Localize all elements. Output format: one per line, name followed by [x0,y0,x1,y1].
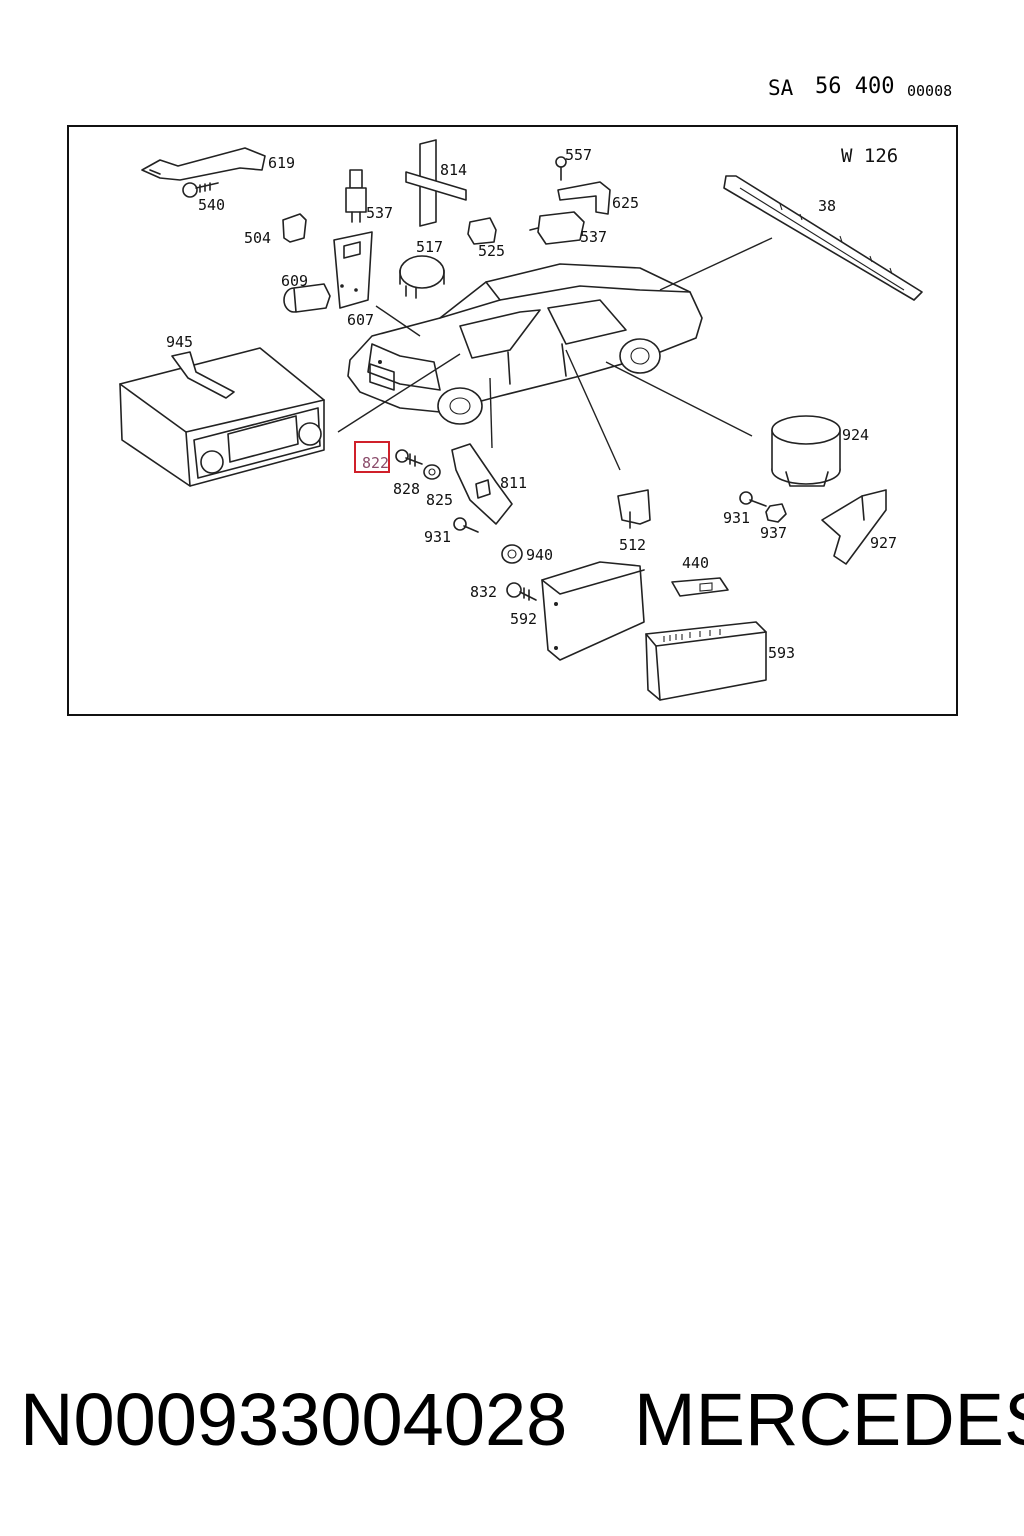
label-625[interactable]: 625 [612,194,639,212]
label-825[interactable]: 825 [426,491,453,509]
label-931b[interactable]: 931 [723,509,750,527]
section-code: 56 400 [815,74,895,99]
car-illustration [347,263,703,425]
module-924[interactable] [771,415,841,487]
label-540[interactable]: 540 [198,196,225,214]
part-footer: N000933004028 MERCEDES [20,1378,1024,1461]
label-517[interactable]: 517 [416,238,443,256]
control-unit-593[interactable] [645,621,767,701]
leader-512 [565,349,621,471]
label-832[interactable]: 832 [470,583,497,601]
label-937[interactable]: 937 [760,524,787,542]
plate-607[interactable] [333,231,373,309]
label-557[interactable]: 557 [565,146,592,164]
bracket-625[interactable] [557,181,611,215]
label-619[interactable]: 619 [268,154,295,172]
relay-517[interactable] [399,255,445,299]
label-593[interactable]: 593 [768,644,795,662]
switch-537a[interactable] [345,169,367,223]
washer-825[interactable] [423,464,441,480]
label-814[interactable]: 814 [440,161,467,179]
highlight-822[interactable] [354,441,390,473]
switch-537b[interactable] [529,211,585,245]
label-811[interactable]: 811 [500,474,527,492]
bracket-814[interactable] [405,139,467,227]
label-828[interactable]: 828 [393,480,420,498]
leader-924 [605,361,753,437]
label-822[interactable]: 822 [362,454,389,472]
leader-38 [659,237,773,291]
model-label: W 126 [841,145,898,167]
label-945[interactable]: 945 [166,333,193,351]
clip-504[interactable] [282,213,307,243]
label-592[interactable]: 592 [510,610,537,628]
label-38[interactable]: 38 [818,197,836,215]
bracket-927[interactable] [821,489,887,565]
trim-strip-38[interactable] [723,175,923,301]
parts-diagram: W 126 619 540 504 537 814 557 625 525 [67,125,958,716]
label-927[interactable]: 927 [870,534,897,552]
label-931a[interactable]: 931 [424,528,451,546]
bracket-619[interactable] [141,147,266,181]
label-plate-440[interactable] [671,577,729,597]
label-525[interactable]: 525 [478,242,505,260]
nut-937[interactable] [765,503,787,523]
diagram-header: SA 56 400 00008 [0,74,1024,106]
clip-512[interactable] [617,489,651,529]
clip-525[interactable] [467,217,497,245]
label-504[interactable]: 504 [244,229,271,247]
bracket-592[interactable] [541,561,645,661]
label-607[interactable]: 607 [347,311,374,329]
bolt-828[interactable] [395,449,423,467]
sheet-number: 00008 [907,82,953,100]
leader-945 [337,353,461,433]
screw-832[interactable] [506,582,537,601]
label-940[interactable]: 940 [526,546,553,564]
screw-540[interactable] [182,182,219,198]
leader-607 [375,305,421,337]
label-609[interactable]: 609 [281,272,308,290]
bolt-931a[interactable] [453,517,479,533]
part-number: N000933004028 [20,1378,568,1461]
bracket-811[interactable] [451,443,513,525]
bolt-931b[interactable] [739,491,767,507]
label-537b[interactable]: 537 [580,228,607,246]
label-512[interactable]: 512 [619,536,646,554]
leader-811 [489,377,493,449]
group-code: SA [768,76,794,100]
label-537a[interactable]: 537 [366,204,393,222]
label-440[interactable]: 440 [682,554,709,572]
diagram-frame [67,125,958,716]
brand-name: MERCEDES [634,1378,1024,1461]
plug-609[interactable] [283,283,331,313]
screw-557[interactable] [555,156,567,181]
label-924[interactable]: 924 [842,426,869,444]
grommet-940[interactable] [501,544,523,564]
radio-945[interactable] [119,347,325,487]
